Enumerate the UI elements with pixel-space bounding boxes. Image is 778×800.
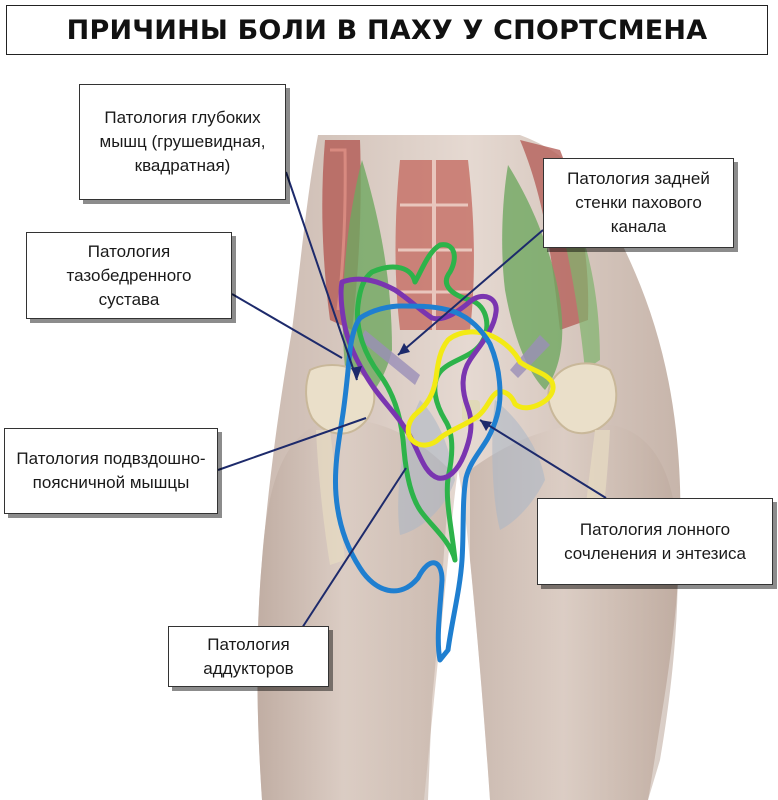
label-deep-muscles-text: Патология глубоких мышц (грушевидная, кв… — [99, 108, 266, 175]
label-adductors-text: Патология аддукторов — [203, 634, 294, 678]
leader-iliopsoas — [217, 417, 367, 471]
leader-pubic-symphysis — [479, 419, 607, 499]
leader-hip-joint — [231, 293, 343, 359]
title-box: ПРИЧИНЫ БОЛИ В ПАХУ У СПОРТСМЕНА — [6, 5, 768, 55]
leader-inguinal-wall — [397, 229, 544, 356]
leader-deep-muscles — [285, 171, 358, 381]
pelvis-anatomy — [305, 140, 618, 565]
page-title: ПРИЧИНЫ БОЛИ В ПАХУ У СПОРТСМЕНА — [66, 14, 708, 46]
label-pubic-symphysis-text: Патология лонного сочленения и энтезиса — [564, 519, 746, 563]
label-inguinal-wall-text: Патология задней стенки пахового канала — [567, 169, 710, 236]
label-deep-muscles: Патология глубоких мышц (грушевидная, кв… — [79, 84, 286, 200]
label-inguinal-wall: Патология задней стенки пахового канала — [543, 158, 734, 248]
label-iliopsoas-text: Патология подвздошно-поясничной мышцы — [16, 449, 206, 492]
label-hip-joint: Патология тазобедренного сустава — [26, 232, 232, 319]
label-pubic-symphysis: Патология лонного сочленения и энтезиса — [537, 498, 773, 585]
zone-blue — [332, 303, 503, 663]
label-iliopsoas: Патология подвздошно-поясничной мышцы — [4, 428, 218, 514]
label-adductors: Патология аддукторов — [168, 626, 329, 687]
zone-purple — [338, 276, 499, 481]
leader-adductors — [301, 467, 407, 629]
label-hip-joint-text: Патология тазобедренного сустава — [66, 241, 192, 309]
